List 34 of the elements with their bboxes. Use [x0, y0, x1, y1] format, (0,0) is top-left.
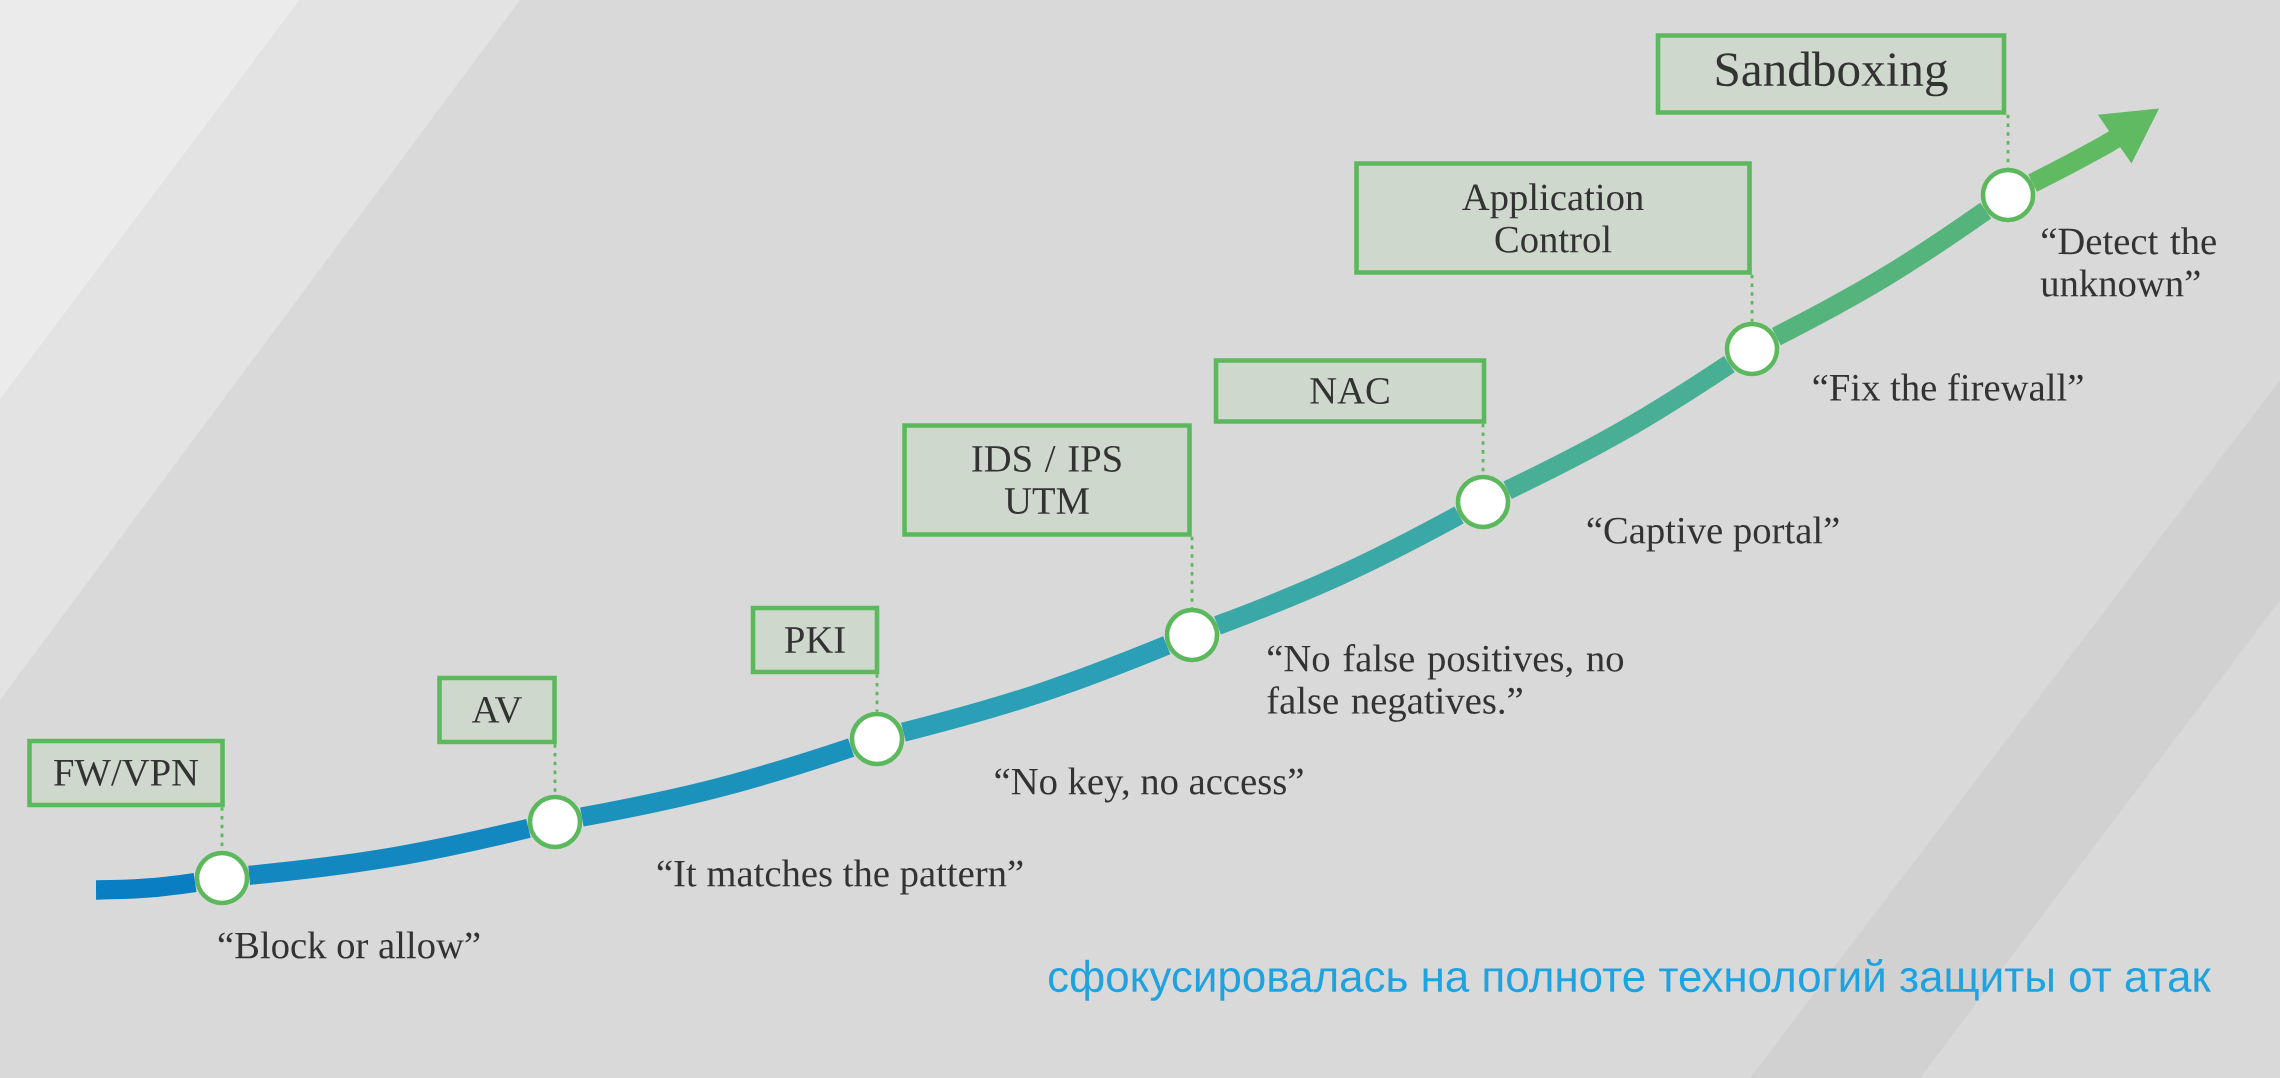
label-box: PKI: [750, 605, 880, 675]
milestone-circle: [1164, 607, 1220, 663]
label-box: FW/VPN: [27, 738, 225, 808]
leader-line: [875, 674, 879, 712]
milestone-circle: [1980, 167, 2036, 223]
milestone-circle: [849, 711, 905, 767]
curve-segment: [580, 738, 855, 827]
quote-text: “Fix the firewall”: [1813, 373, 2083, 401]
leader-line: [1750, 274, 1754, 322]
curve-segment: [1503, 356, 1735, 499]
quote-text: “It matches the pattern”: [657, 859, 1023, 895]
curve-segment: [1214, 506, 1464, 635]
caption-text: сфокусировалась на полноте технологий защиты от атак: [1049, 959, 2211, 1001]
label-box: NAC: [1213, 358, 1487, 424]
leader-line: [2006, 114, 2010, 168]
quote-text: “Detect the unknown”: [2040, 227, 2216, 297]
quote-text: “No key, no access”: [995, 767, 1303, 803]
milestone-circle: [527, 794, 583, 850]
label-box: AV: [437, 675, 557, 745]
curve-segment: [901, 636, 1171, 742]
milestone-circle: [1724, 321, 1780, 377]
label-box: Application Control: [1354, 161, 1752, 275]
label-box: IDS / IPS UTM: [902, 423, 1192, 537]
curve-segment: [1771, 202, 1992, 346]
leader-line: [1190, 536, 1194, 608]
quote-text: “Block or allow”: [218, 931, 480, 959]
label-box: Sandboxing: [1655, 33, 2007, 115]
milestone-circle: [1455, 474, 1511, 530]
curve-segment: [95, 872, 197, 900]
quote-text: “No false positives, no false negatives.”: [1267, 644, 1624, 722]
quote-text: “Captive portal”: [1587, 516, 1839, 552]
curve-segment: [248, 818, 531, 885]
leader-line: [553, 744, 557, 795]
milestone-circle: [194, 850, 250, 906]
